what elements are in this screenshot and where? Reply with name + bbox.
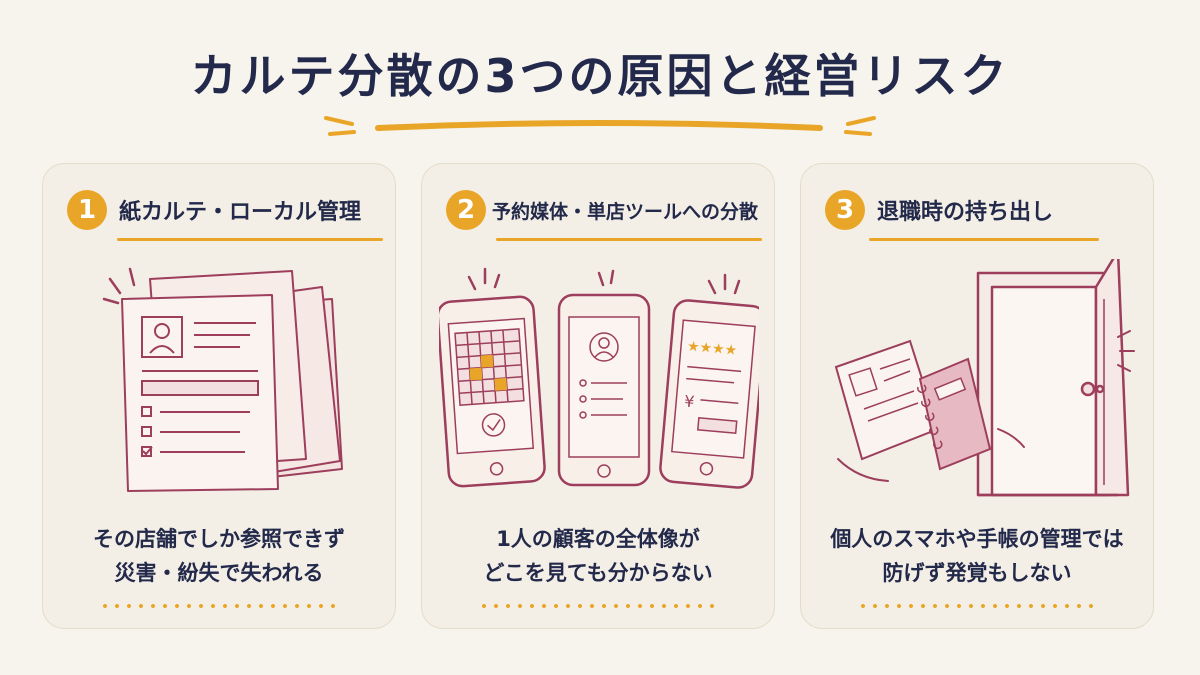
number-badge: 1 [67, 190, 107, 230]
card-description: 個人のスマホや手帳の管理では 防げず発覚もしない [830, 527, 1124, 585]
card-title: 予約媒体・単店ツールへの分散 [492, 201, 759, 223]
number-badge: 3 [825, 190, 865, 230]
svg-text:★★★★: ★★★★ [686, 339, 737, 359]
number-badge: 2 [446, 190, 486, 230]
multiple-phones-icon: ★★★★ ¥ [439, 267, 759, 489]
page-title: カルテ分散の3つの原因と経営リスク [190, 49, 1010, 103]
card-description: 1人の顧客の全体像が どこを見ても分からない [483, 527, 713, 585]
card-description: その店舗でしか参照できず 災害・紛失で失われる [93, 527, 345, 585]
title-underline [117, 238, 383, 241]
dotted-divider [99, 604, 339, 608]
paper-records-icon [102, 267, 343, 492]
card-title: 退職時の持ち出し [877, 200, 1054, 225]
title-underline-decoration [324, 116, 876, 136]
yen-icon: ¥ [683, 392, 695, 412]
dotted-divider [857, 604, 1097, 608]
card-title: 紙カルテ・ローカル管理 [119, 200, 362, 225]
title-underline [869, 238, 1099, 241]
dotted-divider [478, 604, 718, 608]
open-door-icon [834, 259, 1135, 497]
cause-card-3: 3 退職時の持ち出し [800, 163, 1154, 629]
cause-card-2: 2 予約媒体・単店ツールへの分散 [421, 163, 775, 629]
cause-card-1: 1 紙カルテ・ローカル管理 [42, 163, 396, 629]
title-underline [496, 238, 762, 241]
